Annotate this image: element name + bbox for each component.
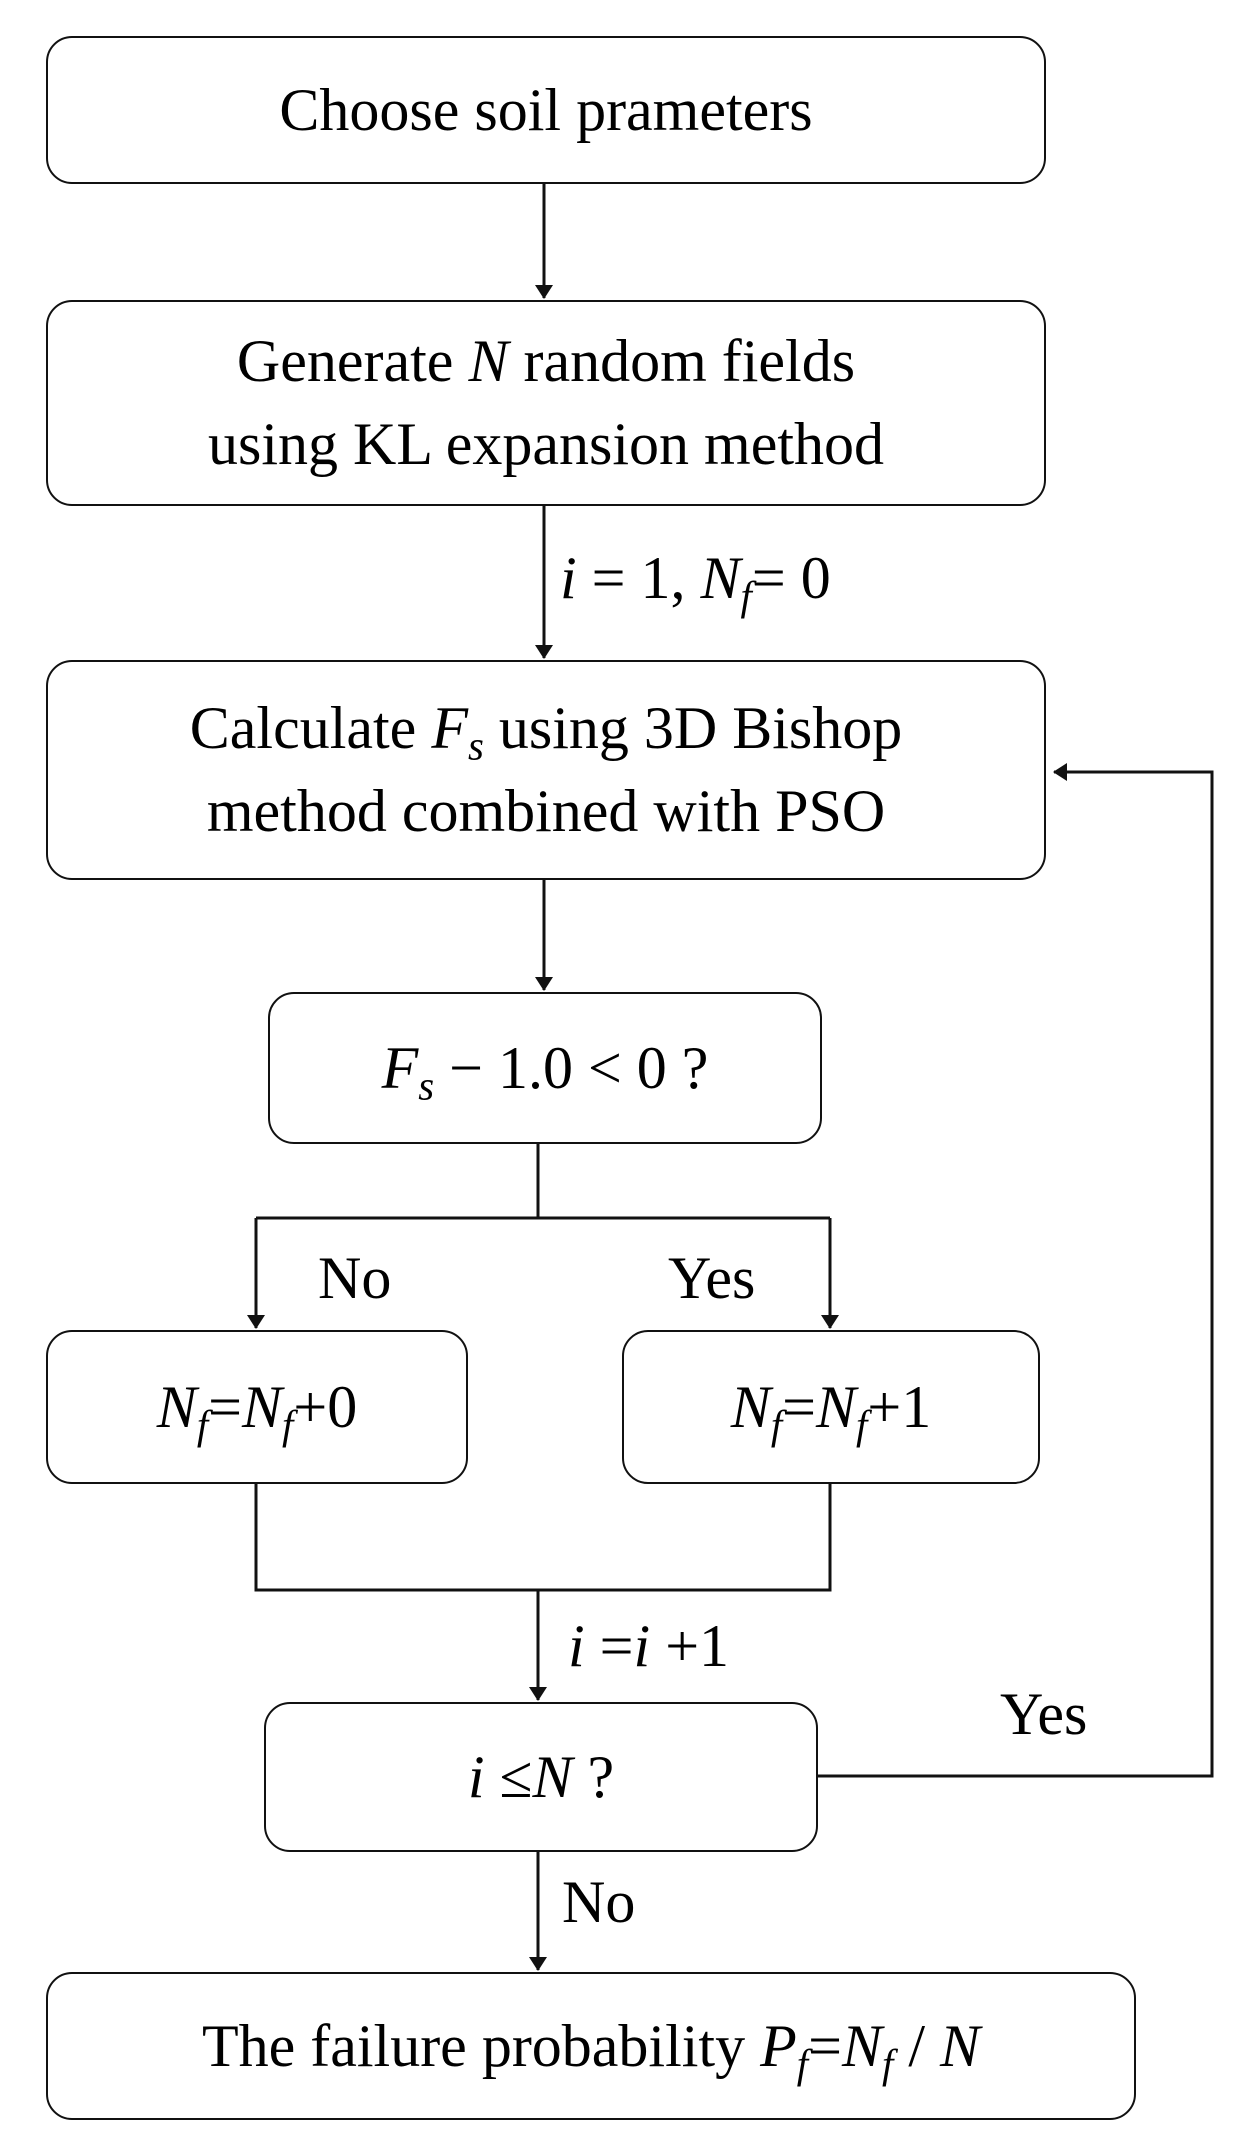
no-box-text: Nf=Nf+0 — [157, 1366, 357, 1449]
step3-text-b: using 3D Bishop — [483, 695, 903, 762]
result-sub-f1: f — [796, 2041, 809, 2087]
step-nf-plus-zero: Nf=Nf+0 — [46, 1330, 468, 1484]
step3-sub-s: s — [467, 723, 484, 769]
init-label: i = 1, Nf= 0 — [560, 545, 831, 616]
decision1-var-f: F — [381, 1034, 419, 1101]
merge-line — [254, 1484, 832, 1592]
yes-box-text: Nf=Nf+1 — [731, 1366, 931, 1449]
yes-box-var-n1: N — [730, 1373, 771, 1440]
exit-no-label: No — [562, 1869, 636, 1935]
step-failure-probability: The failure probability Pf=Nf / N — [46, 1972, 1136, 2120]
increment-label: i =i +1 — [568, 1616, 729, 1676]
step-choose-soil-parameters: Choose soil prameters — [46, 36, 1046, 184]
step1-text: Choose soil prameters — [279, 76, 813, 143]
step2-text-a: Generate — [236, 328, 469, 395]
decision-fs-less-than-one: Fs − 1.0 < 0 ? — [268, 992, 822, 1144]
branch-yes-label: Yes — [668, 1245, 756, 1311]
step-calculate-fs: Calculate Fs using 3D Bishop method comb… — [46, 660, 1046, 880]
result-var-p: P — [760, 2012, 797, 2079]
branch-no-label: No — [318, 1245, 392, 1311]
decision2-var-i: i — [467, 1743, 485, 1810]
yes-box-sub1: f — [770, 1402, 783, 1448]
decision1-sub-s: s — [418, 1063, 435, 1109]
init-eq1: = 1, — [576, 545, 701, 611]
step3-text: Calculate Fs using 3D Bishop method comb… — [190, 687, 903, 853]
yes-box-eq: = — [782, 1373, 816, 1440]
init-var-i: i — [560, 545, 577, 611]
no-box-eq: = — [208, 1373, 242, 1440]
result-text: The failure probability Pf=Nf / N — [202, 2005, 980, 2088]
step3-var-f: F — [431, 695, 468, 762]
loop-yes-label: Yes — [1000, 1681, 1088, 1747]
result-var-n1: N — [841, 2012, 882, 2079]
decision1-rest: − 1.0 < 0 ? — [434, 1034, 709, 1101]
result-eq: = — [808, 2012, 842, 2079]
decision2-var-n: N — [532, 1743, 573, 1810]
increment-var-i2: i — [633, 1613, 651, 1679]
step3-text-a: Calculate — [189, 695, 432, 762]
result-var-n2: N — [940, 2012, 981, 2079]
no-box-sub2: f — [282, 1402, 294, 1448]
no-box-var-n2: N — [242, 1373, 283, 1440]
decision-i-less-equal-n: i ≤N ? — [264, 1702, 818, 1852]
step3-line2: method combined with PSO — [206, 778, 886, 844]
step-nf-plus-one: Nf=Nf+1 — [622, 1330, 1040, 1484]
init-eq2: = 0 — [751, 545, 831, 611]
step2-line2: using KL expansion method — [207, 411, 885, 477]
step-generate-random-fields: Generate N random fields using KL expans… — [46, 300, 1046, 506]
yes-box-sub2: f — [856, 1402, 868, 1448]
branch-split-line — [256, 1144, 540, 1220]
step2-var-n: N — [468, 328, 509, 395]
increment-rest: +1 — [650, 1613, 730, 1679]
increment-eq: = — [584, 1613, 634, 1679]
yes-box-var-n2: N — [816, 1373, 857, 1440]
no-box-rest: +0 — [293, 1373, 358, 1440]
step2-text: Generate N random fields using KL expans… — [208, 320, 884, 486]
step2-text-b: random fields — [508, 328, 856, 395]
decision2-text: i ≤N ? — [468, 1736, 614, 1819]
init-var-n: N — [700, 545, 741, 611]
decision1-text: Fs − 1.0 < 0 ? — [382, 1027, 709, 1110]
loop-back-line — [818, 763, 1214, 1778]
yes-box-rest: +1 — [867, 1373, 932, 1440]
result-sub-f2: f — [881, 2041, 894, 2087]
init-sub-f: f — [740, 573, 752, 619]
no-box-var-n1: N — [156, 1373, 197, 1440]
decision2-rest: ? — [572, 1743, 615, 1810]
result-slash: / — [893, 2012, 940, 2079]
increment-var-i1: i — [568, 1613, 585, 1679]
no-box-sub1: f — [196, 1402, 209, 1448]
result-text-a: The failure probability — [201, 2012, 761, 2079]
decision2-mid: ≤ — [484, 1743, 533, 1810]
